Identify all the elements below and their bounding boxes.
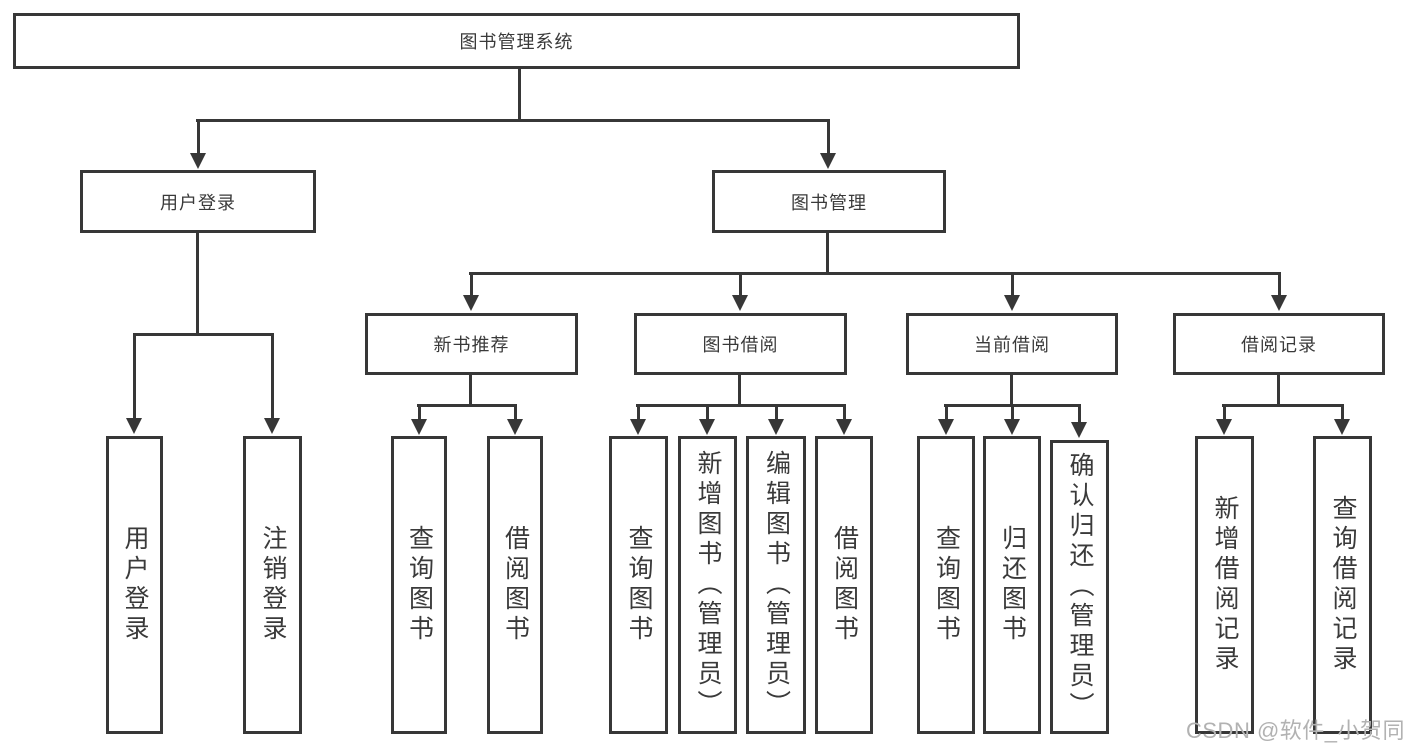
leaf-logout-label: 注销登录 (259, 525, 287, 645)
leaf-add-book-admin-label: 新增图书（管理员） (694, 450, 722, 720)
arrow-to-leaf-user-login (126, 333, 142, 434)
leaf-query-books-3: 查询图书 (917, 436, 975, 734)
arrow-to-leaf-borrow-books-2 (836, 404, 852, 435)
leaf-return-book: 归还图书 (983, 436, 1041, 734)
connector-rail-level3 (469, 272, 1279, 275)
connector-rail-borrow-record (1222, 404, 1344, 407)
leaf-confirm-return-admin: 确认归还（管理员） (1050, 440, 1109, 734)
arrow-to-leaf-add-record (1216, 404, 1232, 435)
leaf-borrow-books-2-label: 借阅图书 (830, 525, 859, 645)
node-root-label: 图书管理系统 (459, 32, 574, 52)
arrow-to-leaf-query-record (1334, 404, 1350, 435)
leaf-add-book-admin: 新增图书（管理员） (678, 436, 737, 734)
node-root: 图书管理系统 (13, 13, 1020, 69)
connector-current-borrow-stub (1010, 375, 1013, 407)
leaf-query-books-2: 查询图书 (609, 436, 668, 734)
arrow-to-book-mgmt (820, 119, 836, 169)
connector-rail-user-login (133, 333, 274, 336)
arrow-to-new-book (463, 272, 479, 311)
connector-rail-new-book (417, 404, 517, 407)
arrow-to-borrow-record (1271, 272, 1287, 311)
watermark: CSDN @软件_小贺同学 (1186, 718, 1405, 743)
leaf-query-books-3-label: 查询图书 (932, 525, 961, 645)
connector-book-mgmt-stub (826, 233, 829, 274)
arrow-to-leaf-confirm-return (1071, 404, 1087, 438)
node-current-borrow: 当前借阅 (906, 313, 1118, 375)
leaf-user-login: 用户登录 (106, 436, 163, 734)
leaf-query-borrow-record-label: 查询借阅记录 (1329, 495, 1357, 675)
arrow-to-leaf-borrow-books-1 (507, 404, 523, 435)
node-user-login-label: 用户登录 (160, 192, 236, 213)
connector-book-borrow-stub (738, 375, 741, 407)
node-borrow-record: 借阅记录 (1173, 313, 1385, 375)
leaf-edit-book-admin: 编辑图书（管理员） (746, 436, 806, 734)
arrow-to-leaf-query-books-2 (630, 404, 646, 435)
arrow-to-leaf-logout (264, 333, 280, 434)
arrow-to-current-borrow (1004, 272, 1020, 311)
connector-root-stub (518, 68, 521, 121)
leaf-return-book-label: 归还图书 (998, 525, 1027, 645)
leaf-logout: 注销登录 (243, 436, 302, 734)
arrow-to-leaf-edit-book (768, 404, 784, 435)
connector-rail-book-borrow (636, 404, 846, 407)
leaf-confirm-return-admin-label: 确认归还（管理员） (1066, 452, 1094, 722)
node-new-book-recommend: 新书推荐 (365, 313, 578, 375)
leaf-borrow-books-2: 借阅图书 (815, 436, 873, 734)
node-user-login: 用户登录 (80, 170, 316, 233)
leaf-query-books-2-label: 查询图书 (625, 525, 653, 645)
connector-borrow-record-stub (1277, 375, 1280, 407)
leaf-add-borrow-record-label: 新增借阅记录 (1211, 495, 1239, 675)
leaf-query-borrow-record: 查询借阅记录 (1313, 436, 1372, 734)
connector-rail-level2 (196, 119, 830, 122)
arrow-to-leaf-return-book (1004, 404, 1020, 435)
node-borrow-record-label: 借阅记录 (1241, 335, 1317, 355)
node-current-borrow-label: 当前借阅 (974, 335, 1050, 355)
arrow-to-leaf-add-book (699, 404, 715, 435)
node-book-management-label: 图书管理 (791, 192, 867, 213)
leaf-query-books-1: 查询图书 (391, 436, 447, 734)
leaf-borrow-books-1: 借阅图书 (487, 436, 543, 734)
leaf-borrow-books-1-label: 借阅图书 (501, 525, 530, 645)
arrow-to-user-login (190, 119, 206, 169)
connector-new-book-stub (469, 375, 472, 407)
arrow-to-book-borrow (732, 272, 748, 311)
node-book-management: 图书管理 (712, 170, 946, 233)
arrow-to-leaf-query-books-1 (411, 404, 427, 435)
node-book-borrow-label: 图书借阅 (702, 335, 779, 355)
connector-user-login-stub (196, 233, 199, 335)
node-new-book-recommend-label: 新书推荐 (433, 335, 510, 355)
leaf-user-login-label: 用户登录 (121, 525, 149, 645)
leaf-query-books-1-label: 查询图书 (405, 525, 434, 645)
leaf-edit-book-admin-label: 编辑图书（管理员） (762, 450, 791, 720)
arrow-to-leaf-query-books-3 (938, 404, 954, 435)
leaf-add-borrow-record: 新增借阅记录 (1195, 436, 1254, 734)
node-book-borrow: 图书借阅 (634, 313, 847, 375)
